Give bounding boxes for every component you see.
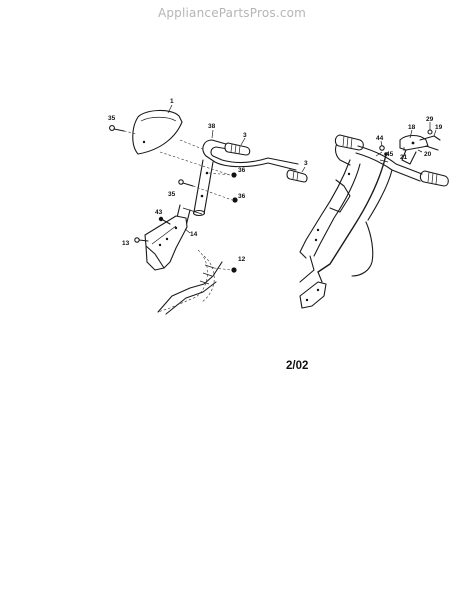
- callout-35-lower: 35: [168, 191, 176, 198]
- callout-14: 14: [190, 231, 198, 238]
- callout-35-top: 35: [108, 115, 116, 122]
- callout-44: 44: [376, 135, 384, 142]
- callout-45: 45: [386, 151, 394, 158]
- callout-18: 18: [408, 124, 416, 131]
- callout-3-upper: 3: [243, 132, 247, 139]
- screw-35-lower: [178, 179, 233, 201]
- part-3-grip-lower: [286, 166, 308, 183]
- callout-12: 12: [238, 256, 246, 263]
- bolt-43: [158, 216, 171, 225]
- lower-frame: [157, 249, 223, 315]
- nut-12: [213, 267, 237, 273]
- screw-35-top: [109, 125, 138, 135]
- right-handle-assembly: [299, 134, 449, 309]
- callout-36-lower: 36: [238, 193, 246, 200]
- nut-36-lower: [232, 197, 238, 203]
- callout-21: 21: [400, 154, 408, 161]
- screw-13: [134, 237, 149, 243]
- parts-44-45: [379, 140, 388, 156]
- part-14-bracket: [144, 215, 191, 271]
- callout-19: 19: [435, 124, 443, 131]
- callout-13: 13: [122, 240, 130, 247]
- date-code: 2/02: [286, 360, 309, 372]
- callout-29: 29: [426, 116, 434, 123]
- callout-38: 38: [208, 123, 216, 130]
- callout-1: 1: [170, 98, 174, 105]
- watermark: AppliancePartsPros.com: [157, 6, 307, 20]
- callout-43: 43: [155, 209, 163, 216]
- callout-36-upper: 36: [238, 167, 246, 174]
- callout-3-lower: 3: [304, 160, 308, 167]
- callout-20: 20: [424, 151, 432, 158]
- part-1-panel: [132, 104, 183, 155]
- control-lever-cluster: [399, 122, 441, 165]
- nut-36-upper: [208, 172, 237, 178]
- part-3-grip-upper: [224, 137, 251, 156]
